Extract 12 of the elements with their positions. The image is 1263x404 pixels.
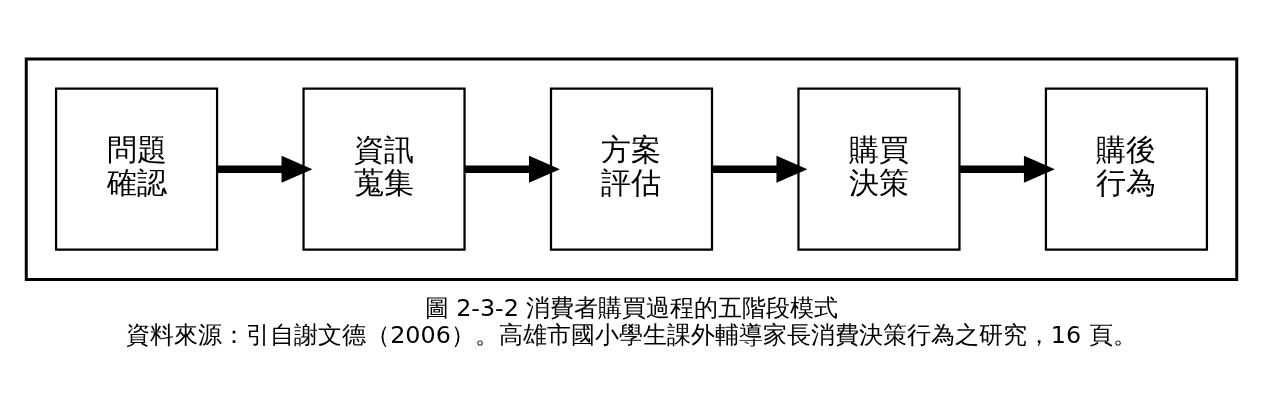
node-box: 問題確認 — [54, 87, 219, 251]
arrow — [464, 155, 560, 183]
diagram-title: 圖 2-3-2 消費者購買過程的五階段模式 — [424, 294, 839, 323]
arrow — [712, 155, 808, 183]
arrow — [959, 155, 1055, 183]
node-box: 購買決策 — [797, 87, 961, 251]
node-box: 購後行為 — [1044, 87, 1209, 251]
caption: 資料來源：引自謝文德（2006）。高雄市國小學生課外輔導家長消費決策行為之研究，16 頁。 — [126, 321, 1137, 350]
arrow — [217, 155, 313, 183]
node-box: 資訊蒐集 — [302, 87, 466, 251]
cluster — [24, 57, 1239, 281]
node-box: 方案評估 — [549, 87, 714, 251]
